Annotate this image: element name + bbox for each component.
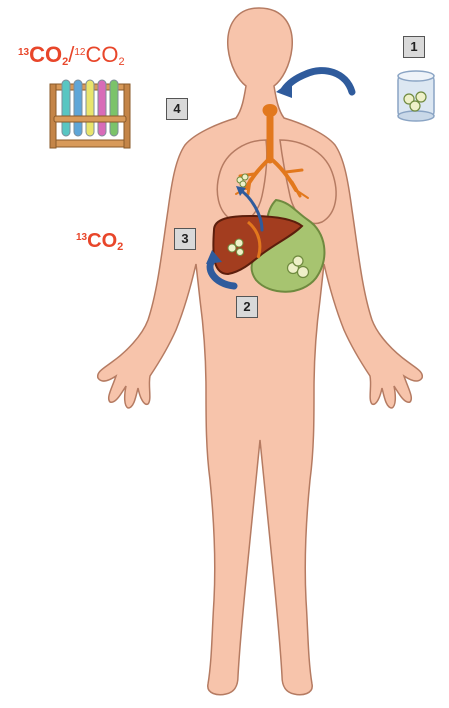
co2-ratio-label: 13CO2/12CO2 bbox=[18, 42, 125, 68]
capsule-cup-icon bbox=[398, 71, 434, 121]
co2-label: 13CO2 bbox=[76, 230, 123, 253]
human-body bbox=[98, 8, 423, 695]
step-1-badge: 1 bbox=[403, 36, 425, 58]
step-2-badge: 2 bbox=[236, 296, 258, 318]
step-4-badge: 4 bbox=[166, 98, 188, 120]
ingestion-arrow-icon bbox=[276, 71, 352, 98]
test-tube-rack-icon bbox=[50, 80, 130, 148]
step-3-badge: 3 bbox=[174, 228, 196, 250]
